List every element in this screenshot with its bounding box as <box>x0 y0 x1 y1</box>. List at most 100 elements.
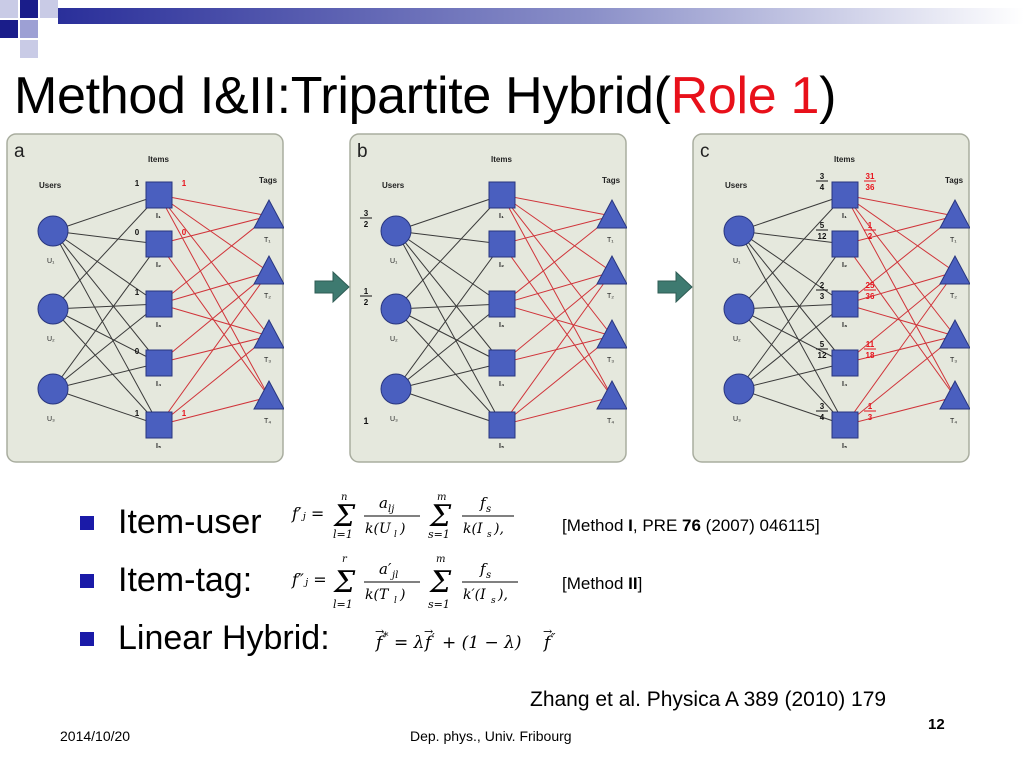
item-tag-edge <box>844 335 956 426</box>
bullet-square-icon <box>80 632 94 646</box>
tag-label: T₄ <box>950 418 957 425</box>
user-item-edge <box>52 308 160 364</box>
user-item-edge <box>395 230 503 364</box>
title-main: Method I&II:Tripartite Hybrid( <box>14 67 671 125</box>
tag-label: T₂ <box>607 293 614 300</box>
tag-node <box>939 198 970 229</box>
item-value-num: 5 <box>820 340 825 349</box>
user-item-edge <box>395 308 503 364</box>
user-node <box>723 215 755 247</box>
svg-text:m: m <box>436 554 445 565</box>
item-tag-edge <box>844 303 956 337</box>
user-item-edge <box>395 388 503 426</box>
svg-text:l=1: l=1 <box>333 528 353 541</box>
svg-text:Σ: Σ <box>429 499 452 534</box>
item-tag-edge <box>844 194 956 217</box>
svg-text:f: f <box>374 633 385 653</box>
item-value-den: 12 <box>818 351 827 360</box>
user-value-num: 1 <box>364 287 369 296</box>
items-header: Items <box>491 155 512 164</box>
item-tag-edge <box>501 215 613 245</box>
svg-text:s: s <box>486 570 491 581</box>
svg-text:f″ⱼ =: f″ⱼ = <box>291 570 327 589</box>
svg-text:n: n <box>341 492 347 503</box>
user-item-edge <box>395 230 503 305</box>
tag-label: T₁ <box>950 237 957 244</box>
svg-text:+ (1 − λ): + (1 − λ) <box>442 633 522 653</box>
item-value-den: 4 <box>820 183 825 192</box>
user-item-edge <box>52 362 160 390</box>
item-node <box>145 290 173 318</box>
user-label: U₃ <box>390 416 398 423</box>
tag-node <box>939 379 970 410</box>
item-tag-edge <box>501 215 613 305</box>
item-label: I₁ <box>156 213 161 220</box>
user-item-edge <box>738 308 846 364</box>
tag-node <box>253 254 284 285</box>
item-value: 0 <box>135 347 140 356</box>
svg-text:f: f <box>542 633 553 653</box>
user-item-edge <box>738 230 846 245</box>
user-item-edge <box>395 194 503 310</box>
user-item-edge <box>738 388 846 426</box>
svg-text:Σ: Σ <box>333 499 356 534</box>
tag-label: T₄ <box>607 418 614 425</box>
item-value-den: 3 <box>820 292 825 301</box>
formula-graphic: f → * = λ f → ′ + (1 − λ) f → ″ <box>374 625 556 653</box>
tag-label: T₁ <box>607 237 614 244</box>
tag-label: T₃ <box>950 357 957 364</box>
user-item-edge <box>395 230 503 245</box>
user-label: U₁ <box>390 258 398 265</box>
item-tag-edge <box>158 335 270 364</box>
svg-text:lj: lj <box>388 504 394 515</box>
bullet-label: Linear Hybrid: <box>118 619 330 657</box>
item-value: 23 <box>816 281 828 301</box>
tags-header: Tags <box>945 176 964 185</box>
user-item-edge <box>738 230 846 426</box>
item-value: 512 <box>816 340 828 360</box>
user-item-edge <box>738 303 846 390</box>
item-tag-value: 1 <box>182 179 187 188</box>
tag-label: T₃ <box>264 357 271 364</box>
user-item-edge <box>52 230 160 245</box>
user-label: U₃ <box>733 416 741 423</box>
item-node <box>145 349 173 377</box>
svg-text:l: l <box>394 596 397 606</box>
item-label: I₂ <box>842 262 847 269</box>
item-value: 34 <box>816 402 828 422</box>
tag-node <box>939 318 970 349</box>
item-tag-edge <box>501 335 613 364</box>
svg-text:′: ′ <box>432 631 435 645</box>
item-tag-edge <box>158 271 270 426</box>
item-label: I₄ <box>156 381 161 388</box>
formula-linear-hybrid: f → * = λ f → ′ + (1 − λ) f → ″ <box>374 624 584 663</box>
svg-text:f: f <box>479 560 488 578</box>
item-tag-edge <box>501 335 613 426</box>
user-node <box>380 293 412 325</box>
user-node <box>37 293 69 325</box>
item-value-num: 5 <box>820 221 825 230</box>
panel-letter: b <box>357 141 368 162</box>
item-node <box>488 411 516 439</box>
user-value-den: 2 <box>364 220 369 229</box>
item-label: I₃ <box>842 322 847 329</box>
item-value: 512 <box>816 221 828 241</box>
user-node <box>723 293 755 325</box>
user-value: 1 <box>363 416 368 426</box>
slide-title: Method I&II:Tripartite Hybrid(Role 1) <box>14 60 836 132</box>
bullet-square-icon <box>80 574 94 588</box>
svg-text:k(I: k(I <box>463 521 483 537</box>
users-header: Users <box>39 181 62 190</box>
svg-text:→: → <box>424 625 433 638</box>
user-label: U₁ <box>733 258 741 265</box>
user-item-edge <box>52 308 160 426</box>
item-tag-edge <box>844 271 956 305</box>
user-label: U₁ <box>47 258 55 265</box>
tag-label: T₃ <box>607 357 614 364</box>
item-tag-value-den: 36 <box>866 183 875 192</box>
